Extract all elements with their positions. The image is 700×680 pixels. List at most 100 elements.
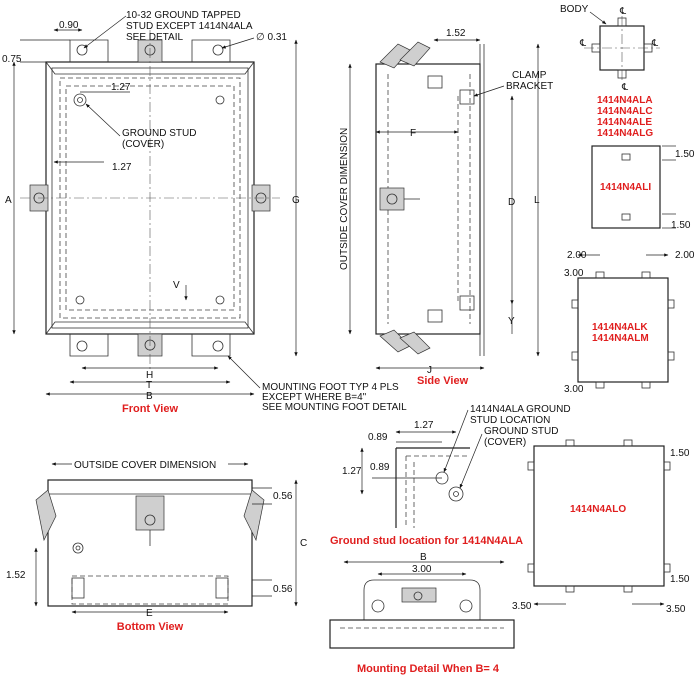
side-dim-D: D xyxy=(508,197,515,208)
bottom-view: OUTSIDE COVER DIMENSION 0.56 0.56 C 1.52… xyxy=(6,460,307,633)
front-stud-bl xyxy=(75,295,85,305)
front-stud-tr xyxy=(215,95,225,105)
side-dim-Y: Y xyxy=(508,316,515,327)
gs-note-2: STUD LOCATION xyxy=(470,415,550,426)
mount-dim-B: B xyxy=(420,552,427,563)
side-clamp-bottom xyxy=(459,295,475,311)
front-foot-note-3: SEE MOUNTING FOOT DETAIL xyxy=(262,402,407,413)
front-foot-hole-tr xyxy=(212,44,224,56)
model-ala-2: 1414N4ALC xyxy=(597,106,653,117)
bottom-dim-E: E xyxy=(146,608,153,619)
alk-dim-left-lower: 3.00 xyxy=(564,384,584,395)
side-clamp-label-2: BRACKET xyxy=(506,81,553,92)
gs-note-3: GROUND STUD xyxy=(484,426,558,437)
model-ala-3: 1414N4ALE xyxy=(597,117,652,128)
bottom-latch xyxy=(135,495,165,531)
front-ground-stud xyxy=(73,93,87,107)
front-foot-bottom-right xyxy=(191,334,231,357)
side-bracket-bottom-right xyxy=(399,331,431,355)
mount-hole-right xyxy=(459,599,473,613)
front-dim-H: H xyxy=(146,370,153,381)
model-alo-label: 1414N4ALO xyxy=(570,504,626,515)
ali-outline xyxy=(591,145,661,229)
alk-dim-left-upper: 3.00 xyxy=(564,268,584,279)
front-foot-note-2: EXCEPT WHERE B=4" xyxy=(262,392,367,403)
front-dim-B: B xyxy=(146,391,153,402)
ground-stud-detail: 1.27 0.89 1.27 0.89 1414N4ALA GROUND STU… xyxy=(330,404,571,547)
ali-dim-top: 1.50 xyxy=(675,149,695,160)
front-view: A G 0.75 0.90 1.27 1.27 V H T B 10-32 GR… xyxy=(2,10,407,415)
front-foot-top-left xyxy=(69,39,109,62)
mount-title: Mounting Detail When B= 4 xyxy=(357,663,500,675)
mount-plate xyxy=(363,579,481,620)
front-foot-note-1: MOUNTING FOOT TYP 4 PLS xyxy=(262,382,399,393)
gs-stud-cover xyxy=(448,486,464,502)
front-dim-090: 0.90 xyxy=(59,20,79,31)
side-clamp-top xyxy=(459,89,475,105)
front-foot-hole-bl xyxy=(76,340,88,352)
bottom-dim-152: 1.52 xyxy=(6,570,26,581)
front-dim-V: V xyxy=(173,280,180,291)
model-ala-4: 1414N4ALG xyxy=(597,128,653,139)
body-cl-top: ℄ xyxy=(619,6,627,17)
gs-note-4: (COVER) xyxy=(484,437,526,448)
alo-dim-bottom-left: 3.50 xyxy=(512,601,532,612)
alo-dim-right-top: 1.50 xyxy=(670,448,690,459)
bottom-outside-cover: OUTSIDE COVER DIMENSION xyxy=(74,460,216,471)
front-hole-dia: ∅ 0.31 xyxy=(256,32,287,43)
front-foot-bottom-left xyxy=(69,334,109,357)
bottom-bracket-left xyxy=(35,489,57,542)
body-cl-bottom: ℄ xyxy=(621,82,629,93)
front-ground-stud-label: GROUND STUD xyxy=(122,128,196,139)
mount-enclosure-top xyxy=(329,619,515,649)
gs-dim-127v: 1.27 xyxy=(342,466,362,477)
gs-dim-127h: 1.27 xyxy=(414,420,434,431)
side-view-title: Side View xyxy=(417,375,469,387)
front-foot-hole-tl xyxy=(76,44,88,56)
model-alo: 1414N4ALO 1.50 1.50 3.50 3.50 xyxy=(512,439,690,615)
mount-clamp xyxy=(401,587,437,603)
front-dim-A: A xyxy=(5,195,12,206)
front-stud-note-2: STUD EXCEPT 1414N4ALA xyxy=(126,21,253,32)
alo-outline xyxy=(533,445,665,587)
body-label: BODY xyxy=(560,4,589,15)
alk-dim-left-top: 2.00 xyxy=(567,250,587,261)
gs-note-1: 1414N4ALA GROUND xyxy=(470,404,571,415)
side-view: OUTSIDE COVER DIMENSION 1.52 F D L Y J C… xyxy=(339,28,553,387)
gs-title: Ground stud location for 1414N4ALA xyxy=(330,535,523,547)
side-clamp-label-1: CLAMP xyxy=(512,70,547,81)
body-cl-right: ℄ xyxy=(651,38,659,49)
front-dim-G: G xyxy=(292,195,300,206)
front-view-title: Front View xyxy=(122,403,178,415)
model-alk-1: 1414N4ALK xyxy=(592,322,648,333)
front-dim-127a: 1.27 xyxy=(111,82,131,93)
model-ala-1: 1414N4ALA xyxy=(597,95,653,106)
gs-dim-089v: 0.89 xyxy=(370,462,390,473)
mounting-detail: B 3.00 Mounting Detail When B= 4 xyxy=(329,552,515,675)
ali-dim-bottom: 1.50 xyxy=(671,220,691,231)
mount-dim-300: 3.00 xyxy=(412,564,432,575)
bottom-bracket-right xyxy=(243,489,265,542)
bottom-stud xyxy=(72,542,84,554)
side-dim-L: L xyxy=(534,195,540,206)
front-foot-hole-br xyxy=(212,340,224,352)
mount-hole-left xyxy=(371,599,385,613)
gs-dim-089h: 0.89 xyxy=(368,432,388,443)
bottom-dim-056b: 0.56 xyxy=(273,584,293,595)
alo-dim-bottom-right: 3.50 xyxy=(666,604,686,615)
front-stud-note-3: SEE DETAIL xyxy=(126,32,183,43)
side-dim-F: F xyxy=(410,128,416,139)
side-dim-J: J xyxy=(427,365,432,376)
alk-dim-right-top: 2.00 xyxy=(675,250,695,261)
body-cl-left: ℄ xyxy=(579,38,587,49)
side-bracket-top-right xyxy=(399,41,431,67)
model-alk: 1414N4ALK 1414N4ALM 2.00 2.00 3.00 3.00 xyxy=(564,250,695,395)
alk-outline xyxy=(577,277,669,383)
bottom-view-title: Bottom View xyxy=(117,621,184,633)
side-latch xyxy=(379,187,405,211)
front-stud-note-1: 10-32 GROUND TAPPED xyxy=(126,10,241,21)
model-alk-2: 1414N4ALM xyxy=(592,333,649,344)
alo-dim-right-bottom: 1.50 xyxy=(670,574,690,585)
front-dim-127b: 1.27 xyxy=(112,162,132,173)
front-stud-br xyxy=(215,295,225,305)
